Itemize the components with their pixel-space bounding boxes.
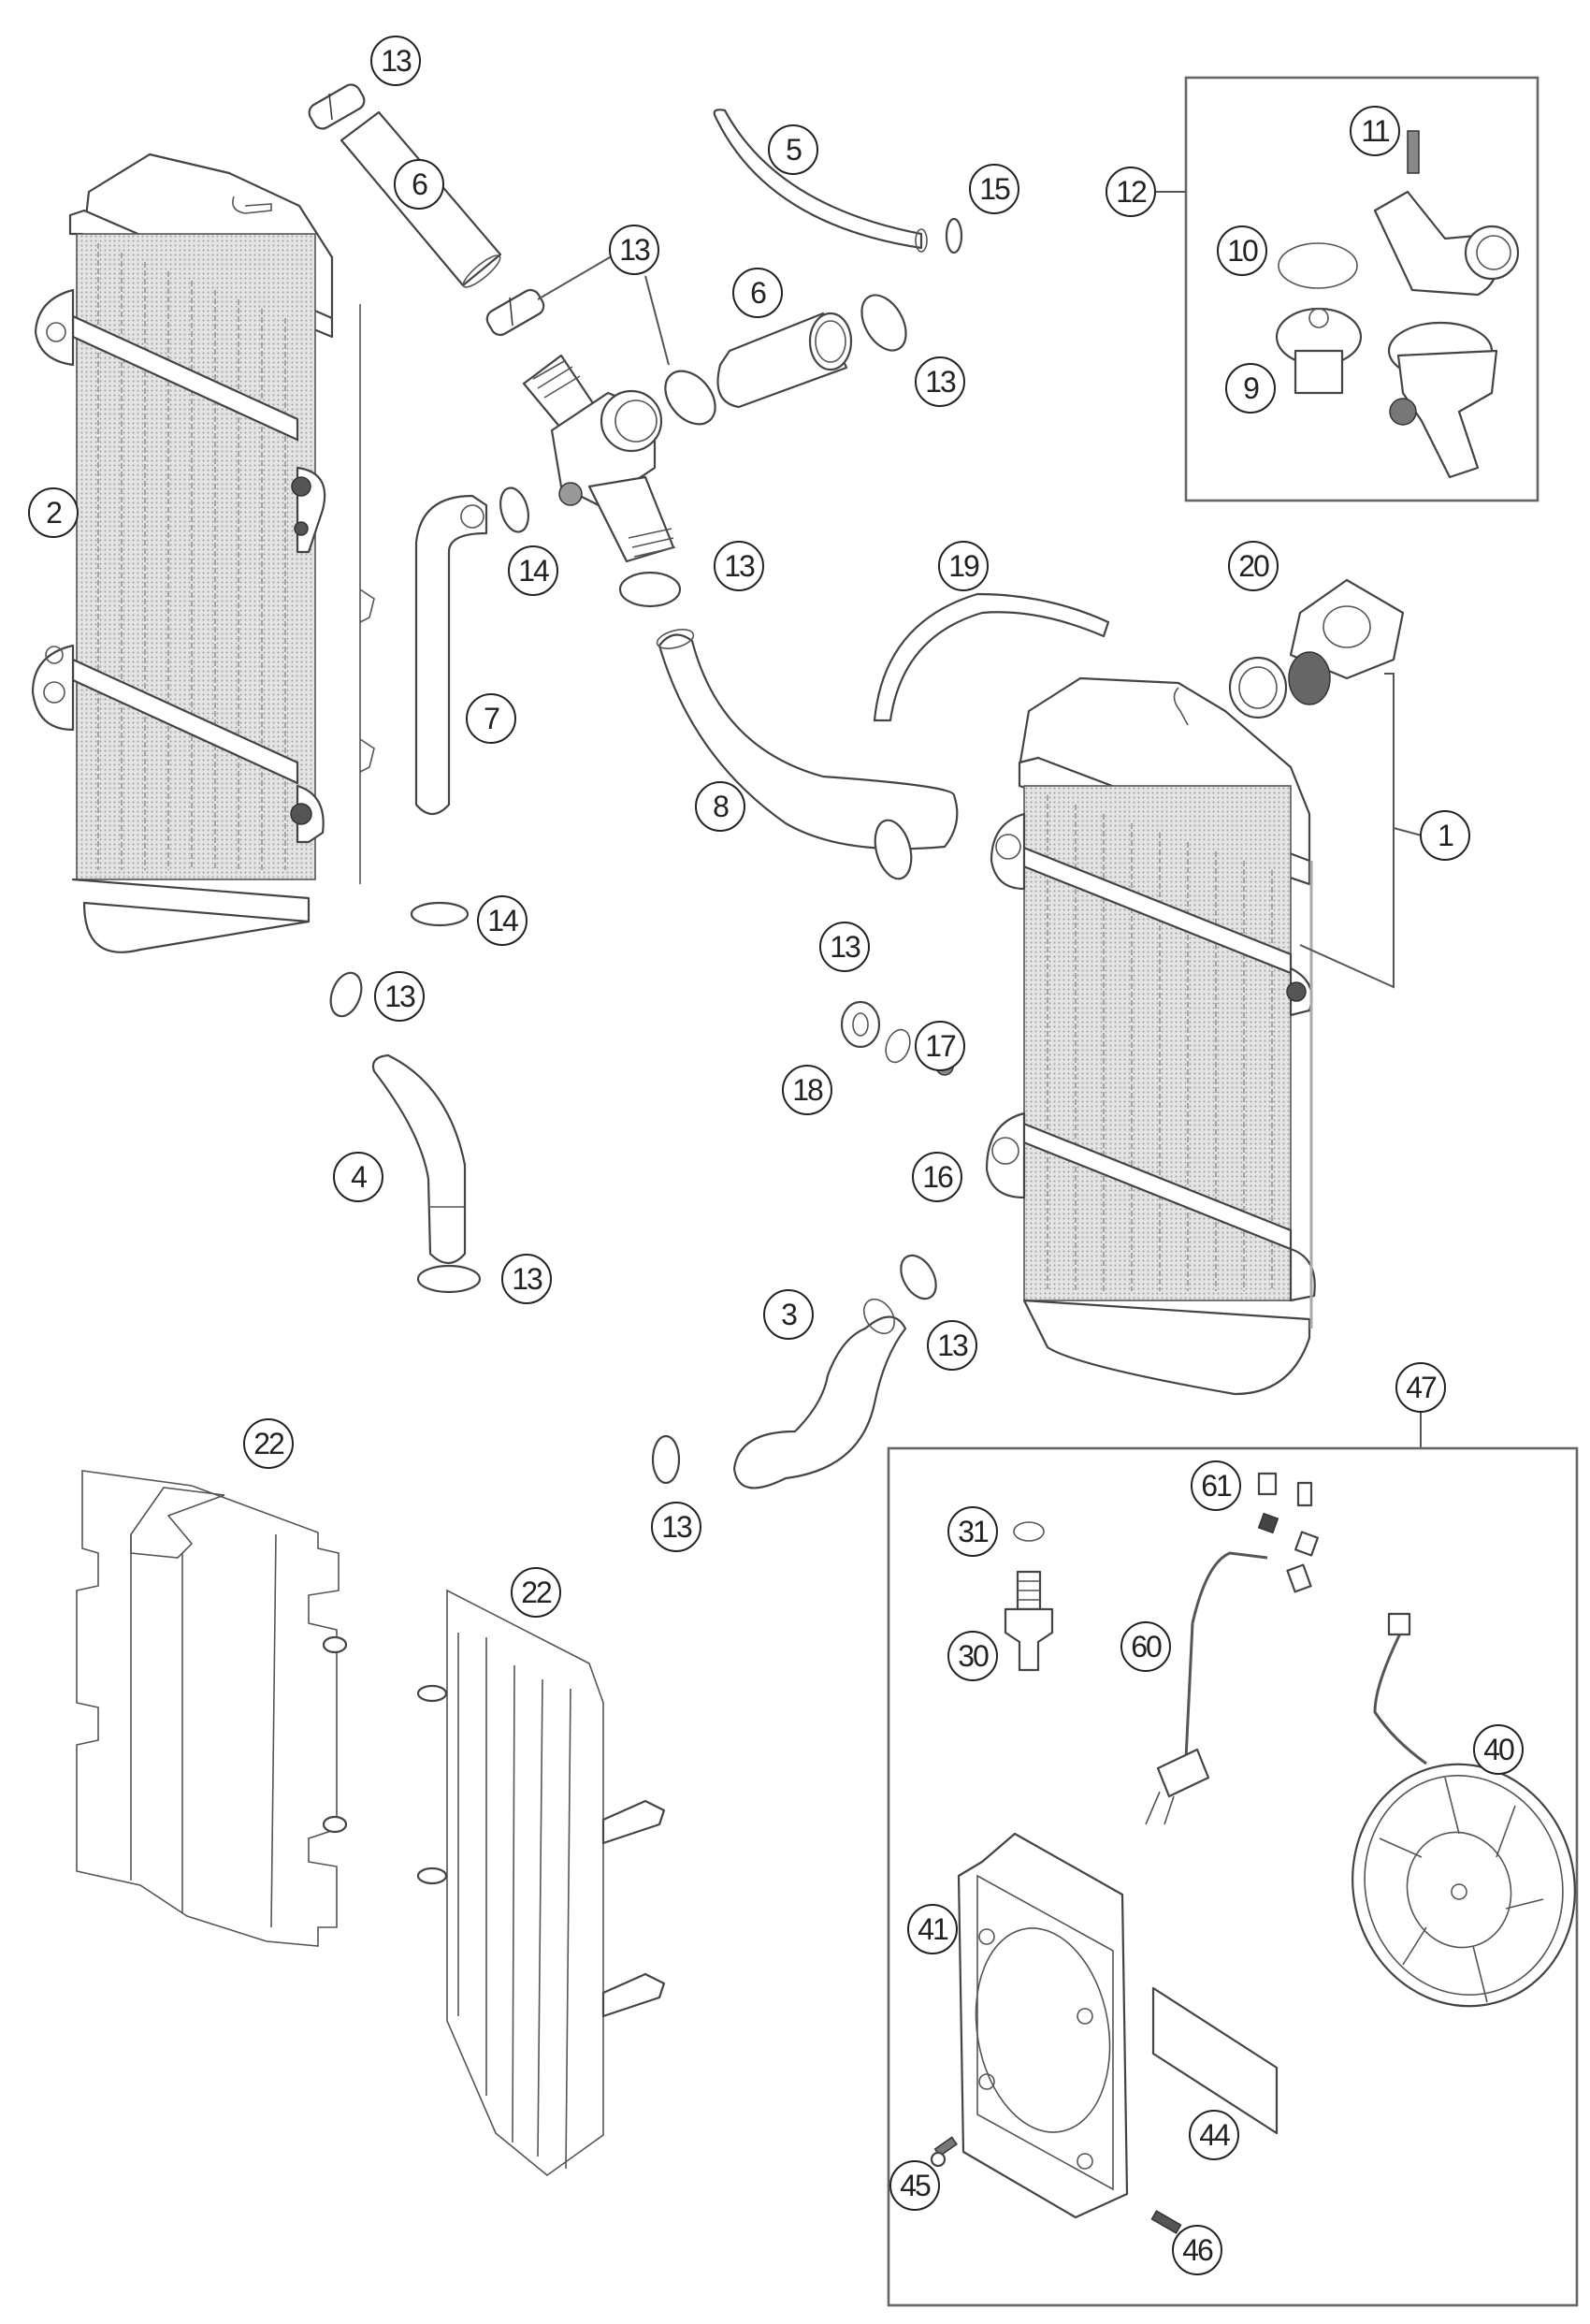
rubber-grommet (840, 1000, 881, 1049)
callout-3[interactable]: 3 (763, 1289, 814, 1340)
callout-13[interactable]: 13 (501, 1254, 552, 1304)
callout-10[interactable]: 10 (1217, 225, 1267, 276)
fan (1352, 1612, 1576, 2008)
callout-13[interactable]: 13 (927, 1320, 977, 1371)
callout-4[interactable]: 4 (333, 1152, 383, 1202)
fan-mounting-frame (957, 1832, 1129, 2219)
radiator-guard (416, 1589, 666, 2177)
small-hose (713, 109, 928, 253)
callout-7[interactable]: 7 (466, 693, 516, 744)
radiator-hose-curved (656, 629, 959, 850)
screw (1150, 2210, 1182, 2234)
callout-6[interactable]: 6 (394, 159, 444, 210)
callout-60[interactable]: 60 (1120, 1621, 1171, 1672)
washer (885, 1028, 911, 1064)
callout-13[interactable]: 13 (819, 922, 870, 972)
radiator-guard (76, 1470, 348, 1947)
callout-13[interactable]: 13 (609, 225, 659, 275)
screw (930, 2136, 958, 2168)
radiator-hose-elbow (371, 1053, 467, 1265)
radiator-hose-bent (414, 494, 488, 816)
cover-plate (1151, 1986, 1279, 2135)
radiator-cap (1288, 578, 1405, 705)
radiator-left (31, 153, 375, 953)
callout-6[interactable]: 6 (732, 268, 783, 318)
callout-46[interactable]: 46 (1172, 2225, 1222, 2275)
thermostat-kit-parts (1275, 130, 1520, 479)
callout-13[interactable]: 13 (714, 541, 764, 591)
callout-13[interactable]: 13 (915, 356, 965, 407)
callout-15[interactable]: 15 (969, 164, 1019, 214)
sealing-ring (1013, 1521, 1045, 1542)
callout-41[interactable]: 41 (907, 1904, 958, 1954)
callout-45[interactable]: 45 (889, 2160, 940, 2211)
hose-clamp (874, 819, 913, 880)
callout-8[interactable]: 8 (695, 781, 745, 832)
callout-18[interactable]: 18 (782, 1065, 832, 1115)
callout-61[interactable]: 61 (1191, 1460, 1241, 1511)
hose-clamp (860, 294, 907, 352)
callout-22[interactable]: 22 (511, 1567, 561, 1618)
small-hose-clamp (945, 217, 963, 254)
callout-44[interactable]: 44 (1189, 2110, 1239, 2160)
callout-16[interactable]: 16 (912, 1152, 962, 1202)
hose-clamp (485, 288, 545, 337)
radiator-hose-straight (716, 312, 853, 409)
callout-17[interactable]: 17 (915, 1021, 965, 1071)
connector-caps (1257, 1472, 1313, 1507)
callout-2[interactable]: 2 (28, 487, 79, 538)
hose-clamp (618, 571, 682, 608)
callout-40[interactable]: 40 (1473, 1724, 1524, 1775)
callout-47[interactable]: 47 (1395, 1362, 1446, 1413)
hose-clamp (329, 971, 363, 1018)
callout-13[interactable]: 13 (651, 1502, 701, 1552)
callout-13[interactable]: 13 (374, 971, 425, 1022)
hose-clamp (900, 1254, 937, 1300)
callout-12[interactable]: 12 (1106, 167, 1156, 217)
hose-clamp (537, 256, 716, 426)
thermostat-kit-frame (1184, 76, 1539, 502)
callout-11[interactable]: 11 (1350, 106, 1400, 156)
temperature-switch (1004, 1570, 1054, 1672)
callout-22[interactable]: 22 (243, 1418, 294, 1469)
thermostat-housing (522, 354, 676, 563)
wiring-harness (1145, 1512, 1319, 1825)
hose-clamp (651, 1434, 681, 1485)
radiator-hose-s-bend (732, 1298, 907, 1489)
callout-14[interactable]: 14 (477, 895, 528, 946)
callout-1[interactable]: 1 (1420, 810, 1470, 861)
callout-20[interactable]: 20 (1228, 541, 1279, 591)
hose-clamp (308, 83, 366, 130)
callout-13[interactable]: 13 (370, 36, 421, 86)
callout-5[interactable]: 5 (768, 124, 818, 175)
callout-9[interactable]: 9 (1225, 363, 1276, 414)
hose-clamp (416, 1264, 482, 1294)
callout-19[interactable]: 19 (938, 541, 989, 591)
callout-31[interactable]: 31 (947, 1506, 998, 1557)
fan-kit-frame (887, 1446, 1579, 2307)
radiator-right (985, 656, 1316, 1396)
overflow-hose (873, 592, 1110, 722)
leader-1 (1299, 673, 1423, 989)
hose-clamp-small (410, 901, 470, 927)
hose-clamp-small (499, 487, 529, 533)
callout-14[interactable]: 14 (508, 545, 558, 596)
callout-30[interactable]: 30 (947, 1631, 998, 1681)
